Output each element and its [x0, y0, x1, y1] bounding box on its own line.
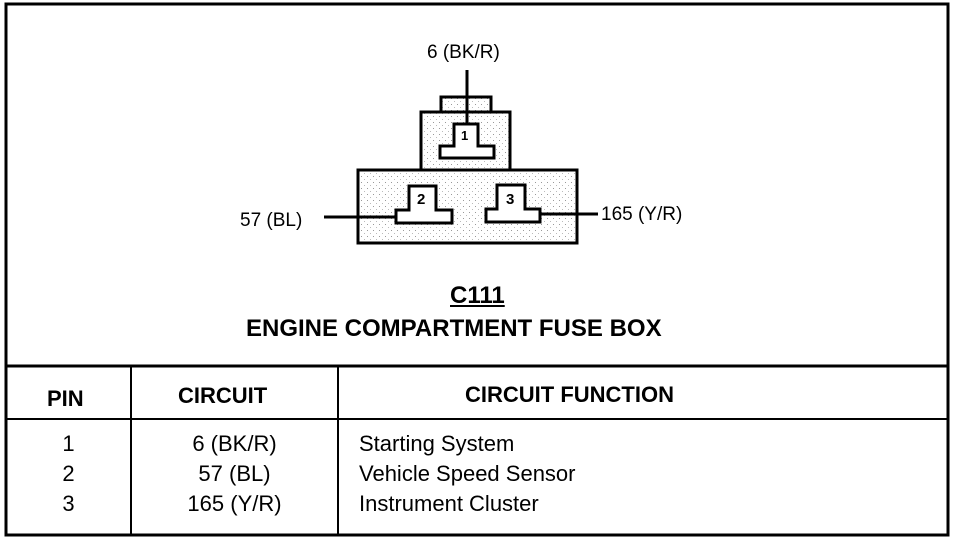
table-cell-circuit: 6 (BK/R) [192, 431, 277, 456]
outer-frame [4, 2, 950, 537]
table-cell-function: Starting System [359, 431, 515, 456]
wire-label-pin-3: 165 (Y/R) [601, 204, 683, 225]
pin-column: 1 2 3 [6, 429, 131, 519]
function-column: Starting System Vehicle Speed Sensor Ins… [359, 429, 576, 519]
table-cell-circuit: 165 (Y/R) [187, 491, 282, 516]
pin-1-number: 1 [461, 128, 469, 143]
table-cell-function: Vehicle Speed Sensor [359, 461, 576, 486]
header-circuit: CIRCUIT [178, 383, 268, 408]
pin-3-number: 3 [506, 191, 515, 208]
circuit-column: 6 (BK/R) 57 (BL) 165 (Y/R) [131, 429, 338, 519]
pin-1-terminal [438, 122, 496, 160]
connector-name: ENGINE COMPARTMENT FUSE BOX [246, 315, 662, 342]
pin-2-number: 2 [417, 191, 426, 208]
wire-label-pin-2: 57 (BL) [240, 210, 303, 231]
table-cell-pin: 1 [62, 431, 75, 456]
table-cell-pin: 2 [62, 461, 75, 486]
table-cell-function: Instrument Cluster [359, 491, 539, 516]
pin-3-terminal [484, 183, 542, 224]
header-pin: PIN [47, 386, 84, 411]
header-circuit-function: CIRCUIT FUNCTION [465, 382, 674, 407]
connector-id: C111 [450, 282, 505, 309]
table-cell-circuit: 57 (BL) [198, 461, 271, 486]
table-cell-pin: 3 [62, 491, 75, 516]
wire-label-pin-1: 6 (BK/R) [427, 42, 500, 63]
connector-body [356, 95, 579, 245]
pin-2-terminal [394, 184, 454, 225]
